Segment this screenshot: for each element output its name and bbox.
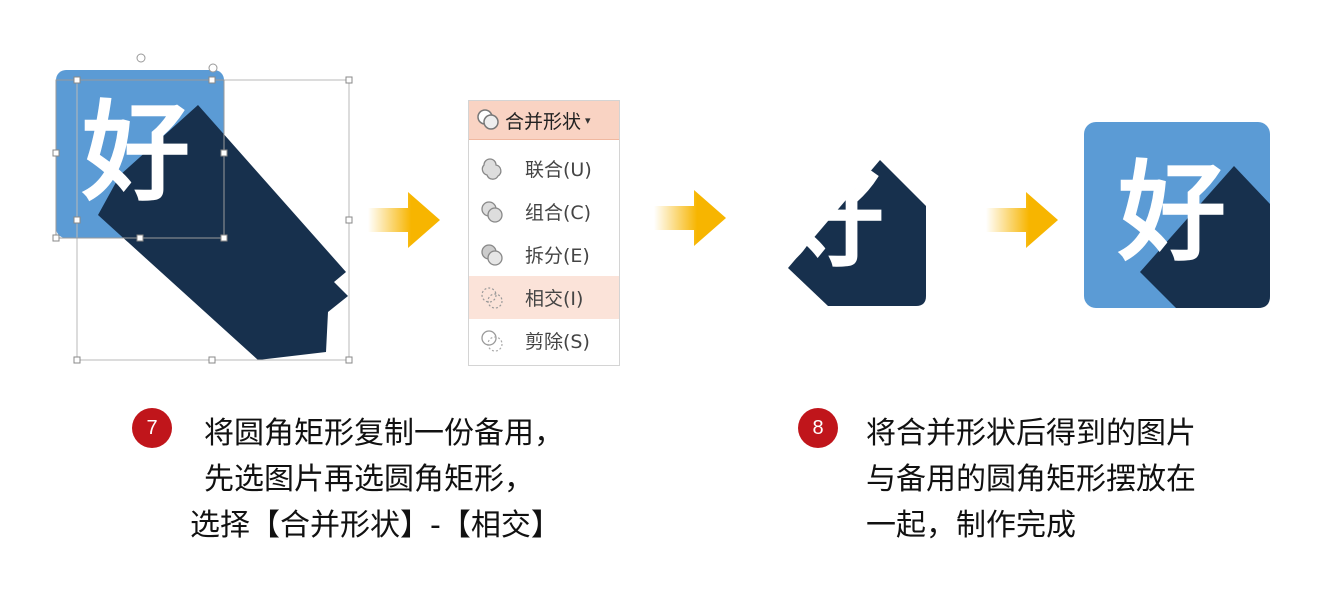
rotate-handle-icon [208, 63, 218, 73]
stage-original-icon: 好 [50, 50, 360, 370]
menu-item-label: 拆分(E) [525, 245, 590, 267]
arrow-right-icon [368, 192, 440, 248]
combine-icon [481, 200, 503, 223]
selection-handles [52, 76, 353, 364]
icon-glyph: 好 [1118, 151, 1227, 276]
menu-header-label: 合并形状 [505, 110, 582, 133]
union-icon [481, 157, 502, 180]
menu-item-label: 剪除(S) [525, 331, 590, 353]
merge-shapes-icon [477, 109, 499, 130]
icon-glyph: 好 [82, 91, 191, 216]
menu-item-label: 组合(C) [525, 202, 592, 224]
fragment-icon [481, 243, 503, 266]
icon-with-long-shadow [52, 53, 353, 364]
step-badge: 7 [132, 408, 172, 448]
step8-line3: 一起，制作完成 [866, 508, 1076, 543]
menu-item-combine[interactable]: 组合(C) [469, 190, 619, 233]
menu-item-label: 联合(U) [525, 159, 592, 181]
step7-line1: 将圆角矩形复制一份备用， [204, 416, 564, 451]
subtract-icon [481, 329, 503, 352]
menu-item-subtract[interactable]: 剪除(S) [469, 319, 619, 362]
stage-final-icon: 好 [1084, 122, 1270, 308]
step7-line3: 选择【合并形状】-【相交】 [190, 508, 561, 543]
step8-line1: 将合并形状后得到的图片 [866, 416, 1196, 451]
step7-line2: 先选图片再选圆角矩形， [204, 462, 534, 497]
stage-intersected-shape: 好 [770, 150, 930, 310]
menu-item-label: 相交(I) [525, 288, 584, 310]
menu-item-union[interactable]: 联合(U) [469, 147, 619, 190]
intersected-shadow-shape [788, 160, 926, 306]
chevron-down-icon: ▾ [585, 113, 591, 127]
intersect-icon [481, 286, 503, 309]
long-shadow-shape [98, 105, 348, 360]
menu-item-intersect[interactable]: 相交(I) [469, 276, 619, 319]
icon-glyph: 好 [776, 157, 885, 282]
step-badge: 8 [798, 408, 838, 448]
merge-shapes-menu[interactable]: 合并形状 ▾ 联合(U) 组合(C) 拆分(E) 相交(I) [468, 100, 620, 366]
step8-line2: 与备用的圆角矩形摆放在 [866, 462, 1196, 497]
final-icon-background [1084, 122, 1270, 308]
rotate-handle-icon [136, 53, 146, 63]
merge-shapes-dropdown-button[interactable]: 合并形状 ▾ [469, 101, 619, 140]
arrow-right-icon [654, 190, 726, 246]
arrow-right-icon [986, 192, 1058, 248]
menu-item-fragment[interactable]: 拆分(E) [469, 233, 619, 276]
